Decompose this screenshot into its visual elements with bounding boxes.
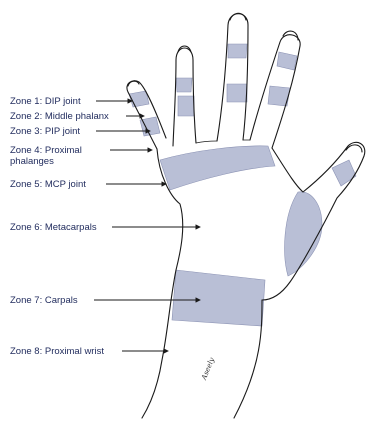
band-dip-index (176, 78, 192, 92)
band-thumb-tip (332, 160, 356, 186)
knuckle-crease (196, 141, 217, 143)
band-dip-ring (277, 52, 297, 70)
band-mcp (160, 146, 275, 190)
little-finger (127, 81, 166, 149)
band-pip-ring (268, 86, 290, 106)
zone-label-1: Zone 1: DIP joint (10, 96, 81, 107)
zone-label-8: Zone 8: Proximal wrist (10, 346, 104, 357)
zone-label-4: Zone 4: Proximal phalanges (10, 145, 106, 167)
middle-finger (217, 14, 248, 141)
band-thumb-base (285, 192, 322, 276)
zone-bands (129, 44, 356, 326)
band-pip-middle (227, 84, 247, 102)
zone-label-2: Zone 2: Middle phalanx (10, 111, 109, 122)
band-dip-middle (228, 44, 247, 58)
band-pip-index (178, 96, 194, 116)
zone-label-6: Zone 6: Metacarpals (10, 222, 97, 233)
band-pip-little (140, 117, 160, 136)
zone-label-5: Zone 5: MCP joint (10, 179, 86, 190)
zone-label-3: Zone 3: PIP joint (10, 126, 80, 137)
hand-outline (127, 13, 365, 418)
band-carpals (172, 270, 265, 326)
forearm-left (142, 270, 176, 418)
zone-label-7: Zone 7: Carpals (10, 295, 78, 306)
